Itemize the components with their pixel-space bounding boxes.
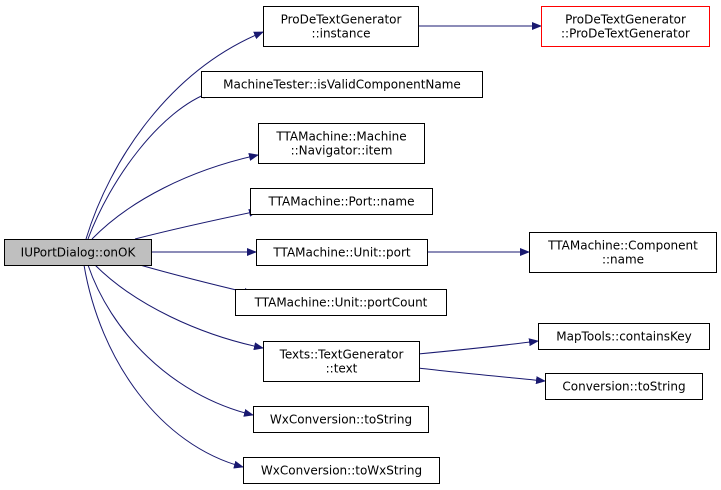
node-label-line: ::text [326, 362, 358, 376]
node-root[interactable]: IUPortDialog::onOK [4, 239, 152, 266]
node-label-line: ::name [602, 253, 644, 267]
edge-texts_text-to-conversion_tostring [417, 367, 546, 385]
node-label-line: TTAMachine::Unit::portCount [254, 296, 428, 310]
node-wx-towxstring[interactable]: WxConversion::toWxString [243, 457, 440, 484]
node-label-line: TTAMachine::Component [547, 239, 698, 253]
node-label-line: ProDeTextGenerator [281, 13, 402, 27]
node-box[interactable] [263, 6, 419, 47]
node-box[interactable] [256, 239, 428, 266]
node-label-line: ::Navigator::item [291, 144, 393, 158]
node-pdtg-instance[interactable]: ProDeTextGenerator::instance [263, 6, 419, 47]
node-label-line: WxConversion::toWxString [261, 464, 422, 478]
node-texts-text[interactable]: Texts::TextGenerator::text [263, 341, 420, 382]
edge-root-to-wx_tostring [87, 264, 254, 417]
node-maptools-containskey[interactable]: MapTools::containsKey [538, 323, 710, 350]
node-label-line: TTAMachine::Machine [275, 130, 406, 144]
node-box[interactable] [253, 406, 429, 433]
node-box[interactable] [541, 6, 710, 47]
edge-root-to-machine_tester [87, 91, 212, 240]
node-box[interactable] [258, 123, 425, 164]
node-label-line: MachineTester::isValidComponentName [223, 78, 461, 92]
edge-root-to-pdtg_instance [85, 31, 264, 240]
node-conversion-tostring[interactable]: Conversion::toString [545, 373, 703, 400]
node-label-line: Conversion::toString [562, 380, 685, 394]
node-box[interactable] [538, 323, 710, 350]
node-unit-portcount[interactable]: TTAMachine::Unit::portCount [235, 289, 447, 316]
node-box[interactable] [4, 239, 152, 266]
node-label-line: IUPortDialog::onOK [21, 246, 137, 260]
node-port-name[interactable]: TTAMachine::Port::name [250, 188, 433, 215]
node-box[interactable] [545, 373, 703, 400]
edges-layer [83, 22, 546, 469]
node-label-line: TTAMachine::Port::name [268, 195, 415, 209]
node-box[interactable] [201, 71, 483, 98]
node-box[interactable] [263, 341, 420, 382]
node-label-line: ProDeTextGenerator [565, 13, 686, 27]
node-label-line: MapTools::containsKey [556, 330, 692, 344]
node-label-line: ::instance [312, 27, 371, 41]
node-component-name[interactable]: TTAMachine::Component::name [529, 232, 717, 273]
edge-root-to-wx_towxstring [83, 264, 244, 469]
node-box[interactable] [529, 232, 717, 273]
node-pdtg-ctor[interactable]: ProDeTextGenerator::ProDeTextGenerator [541, 6, 710, 47]
node-box[interactable] [235, 289, 447, 316]
node-label-line: TTAMachine::Unit::port [272, 246, 410, 260]
node-navigator-item[interactable]: TTAMachine::Machine::Navigator::item [258, 123, 425, 164]
edge-root-to-texts_text [94, 264, 264, 351]
node-wx-tostring[interactable]: WxConversion::toString [253, 406, 429, 433]
node-machine-tester[interactable]: MachineTester::isValidComponentName [201, 71, 483, 98]
edge-root-to-navigator_item [91, 153, 259, 240]
node-label-line: Texts::TextGenerator [279, 348, 404, 362]
edge-root-to-port_name [134, 208, 259, 240]
edge-texts_text-to-maptools_containskey [417, 338, 539, 355]
node-label-line: ::ProDeTextGenerator [561, 27, 690, 41]
node-unit-port[interactable]: TTAMachine::Unit::port [256, 239, 428, 266]
node-box[interactable] [243, 457, 440, 484]
nodes-layer: IUPortDialog::onOK ProDeTextGenerator::in… [4, 6, 717, 484]
node-label-line: WxConversion::toString [270, 413, 412, 427]
node-box[interactable] [250, 188, 433, 215]
